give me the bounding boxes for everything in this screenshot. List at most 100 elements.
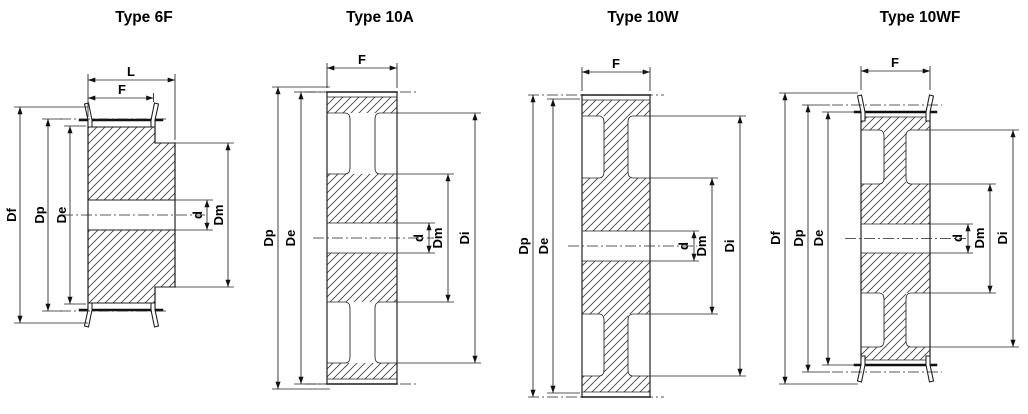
hatch-hub-lower <box>582 261 650 314</box>
dimension-label-Dm: Dm <box>430 228 445 249</box>
dimension-label-F: F <box>358 52 366 67</box>
dimension-label-Dp: Dp <box>791 229 806 246</box>
dimension-L: L <box>87 64 176 140</box>
dimension-label-F: F <box>612 56 620 71</box>
dimension-label-Di: Di <box>457 232 472 245</box>
dimension-F: F <box>326 52 398 88</box>
dimension-Dp: Dp <box>261 86 330 390</box>
dimension-label-De: De <box>283 230 298 247</box>
dimension-label-d: d <box>950 234 965 242</box>
dimension-label-De: De <box>54 207 69 224</box>
dimension-label-Dp: Dp <box>261 229 276 246</box>
dimension-label-Dm: Dm <box>972 228 987 249</box>
dimension-label-De: De <box>536 238 551 255</box>
flange-tab-bottom-left <box>83 302 93 328</box>
dimension-label-Dp: Dp <box>32 206 47 223</box>
dimension-F: F <box>581 56 651 91</box>
dimension-d: d <box>411 222 432 254</box>
flange-tab-top-left <box>856 94 866 122</box>
dimension-De: De <box>283 91 325 385</box>
flange-tab-bottom-left <box>856 355 866 383</box>
pulley-section <box>305 91 435 385</box>
hatch-web-upper <box>327 174 397 223</box>
web-column-upper-right-edge <box>627 115 633 179</box>
dimension-d: d <box>950 223 971 254</box>
dimension-F: F <box>860 55 931 90</box>
hatch-web-column-lower <box>884 293 906 347</box>
dimension-label-Dm: Dm <box>211 205 226 226</box>
dimension-Dm: Dm <box>650 177 718 315</box>
dimension-label-De: De <box>811 230 826 247</box>
pulley-section <box>60 102 234 328</box>
hatch-rim-top <box>861 117 930 130</box>
flange-tab-bottom-right <box>150 302 160 328</box>
web-opening-upper-left-edge <box>345 112 351 175</box>
dimension-De: De <box>811 111 856 366</box>
dimension-label-Dp: Dp <box>516 237 531 254</box>
flange-tab-top-right <box>150 102 160 128</box>
hatch-hub-upper <box>861 184 930 224</box>
web-column-lower-left-edge <box>599 313 605 377</box>
dimension-d: d <box>190 199 210 231</box>
hatch-region-upper <box>87 126 176 201</box>
web-column-lower-right-edge <box>905 292 911 348</box>
dimension-label-Df: Df <box>4 207 19 221</box>
web-column-lower-right-edge <box>627 313 633 377</box>
hatch-region-lower <box>87 229 176 304</box>
hatch-web-column-lower <box>604 314 628 376</box>
pulley-section <box>832 94 973 383</box>
dimension-label-F: F <box>891 55 899 70</box>
dimension-Dm: Dm <box>211 142 231 288</box>
hatch-web-column-upper <box>604 116 628 178</box>
dimension-label-d: d <box>676 242 691 250</box>
drawing-type-10w: Type 10W F Dp <box>516 9 746 398</box>
hatch-rim-bottom <box>327 363 397 379</box>
dimension-label-d: d <box>190 211 205 219</box>
dimension-Df: Df <box>4 106 88 324</box>
dimension-label-Dm: Dm <box>694 236 709 257</box>
hatch-rim-bottom <box>582 376 650 392</box>
web-opening-upper-right-edge <box>374 112 380 175</box>
dimension-Dp: Dp <box>32 118 62 312</box>
hatch-hub-lower <box>861 253 930 293</box>
drawing-title: Type 10A <box>346 9 414 26</box>
hatch-web-lower <box>327 253 397 302</box>
dimension-label-L: L <box>127 64 135 79</box>
dimension-label-Di: Di <box>722 240 737 253</box>
drawing-type-6f: Type 6F L F Df <box>4 9 234 328</box>
web-column-upper-right-edge <box>905 129 911 185</box>
hatch-rim-top <box>327 97 397 113</box>
drawing-title: Type 10W <box>607 9 679 26</box>
dimension-Dp: Dp <box>516 94 536 398</box>
web-column-lower-left-edge <box>879 292 885 348</box>
hatch-rim-bottom <box>861 347 930 360</box>
dimension-Dp: Dp <box>791 104 830 373</box>
dimension-Dm: Dm <box>930 183 996 294</box>
pulley-section <box>528 94 699 398</box>
web-column-upper-left-edge <box>599 115 605 179</box>
dimension-Di: Di <box>930 129 1019 348</box>
dimension-d: d <box>676 230 697 262</box>
dimension-label-d: d <box>411 234 426 242</box>
drawing-title: Type 10WF <box>880 9 961 26</box>
dimension-De: De <box>54 125 86 305</box>
flange-tab-top-right <box>925 94 935 122</box>
dimension-Dm: Dm <box>397 173 454 303</box>
dimension-label-Df: Df <box>768 230 783 244</box>
hatch-web-column-upper <box>884 130 906 184</box>
hatch-hub-upper <box>582 178 650 231</box>
dimension-De: De <box>536 98 580 394</box>
dimension-label-Di: Di <box>995 232 1010 245</box>
drawing-type-10a: Type 10A F Dp <box>261 9 481 390</box>
hatch-rim-top <box>582 100 650 116</box>
drawing-title: Type 6F <box>115 9 172 26</box>
web-column-upper-left-edge <box>879 129 885 185</box>
dimension-Di: Di <box>397 112 481 364</box>
flange-tab-bottom-right <box>925 355 935 383</box>
web-opening-lower-left-edge <box>345 301 351 364</box>
dimension-F: F <box>87 82 154 102</box>
drawing-type-10wf: Type 10WF F <box>768 9 1019 385</box>
dimension-label-F: F <box>118 82 126 97</box>
